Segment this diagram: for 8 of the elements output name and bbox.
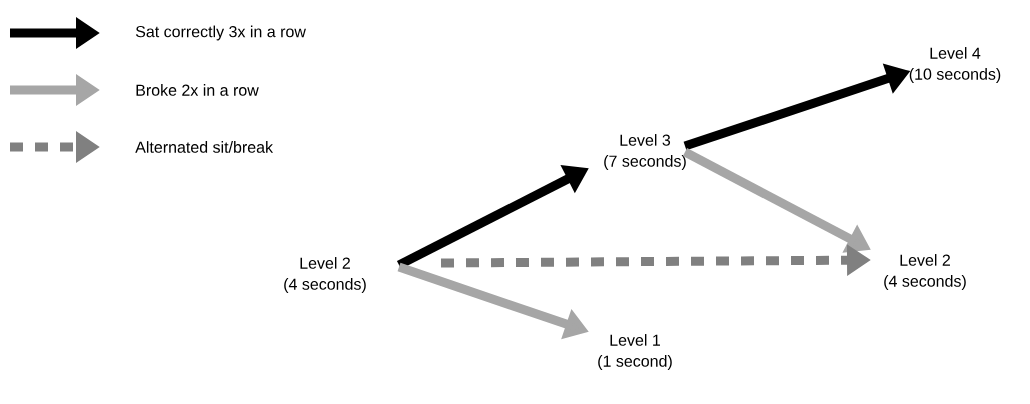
level-label: Level 2 (4 seconds)	[284, 257, 366, 293]
level-label: Level 3 (7 seconds)	[604, 134, 686, 170]
level-label: Level 2 (4 seconds)	[884, 254, 966, 290]
level-label: Level 4 (10 seconds)	[909, 47, 1001, 83]
legend-text: Sat correctly 3x in a row	[135, 25, 306, 41]
legend-text: Alternated sit/break	[135, 141, 274, 153]
legend-text: Broke 2x in a row	[136, 84, 259, 96]
level-label: Level 1 (1 second)	[598, 334, 672, 370]
